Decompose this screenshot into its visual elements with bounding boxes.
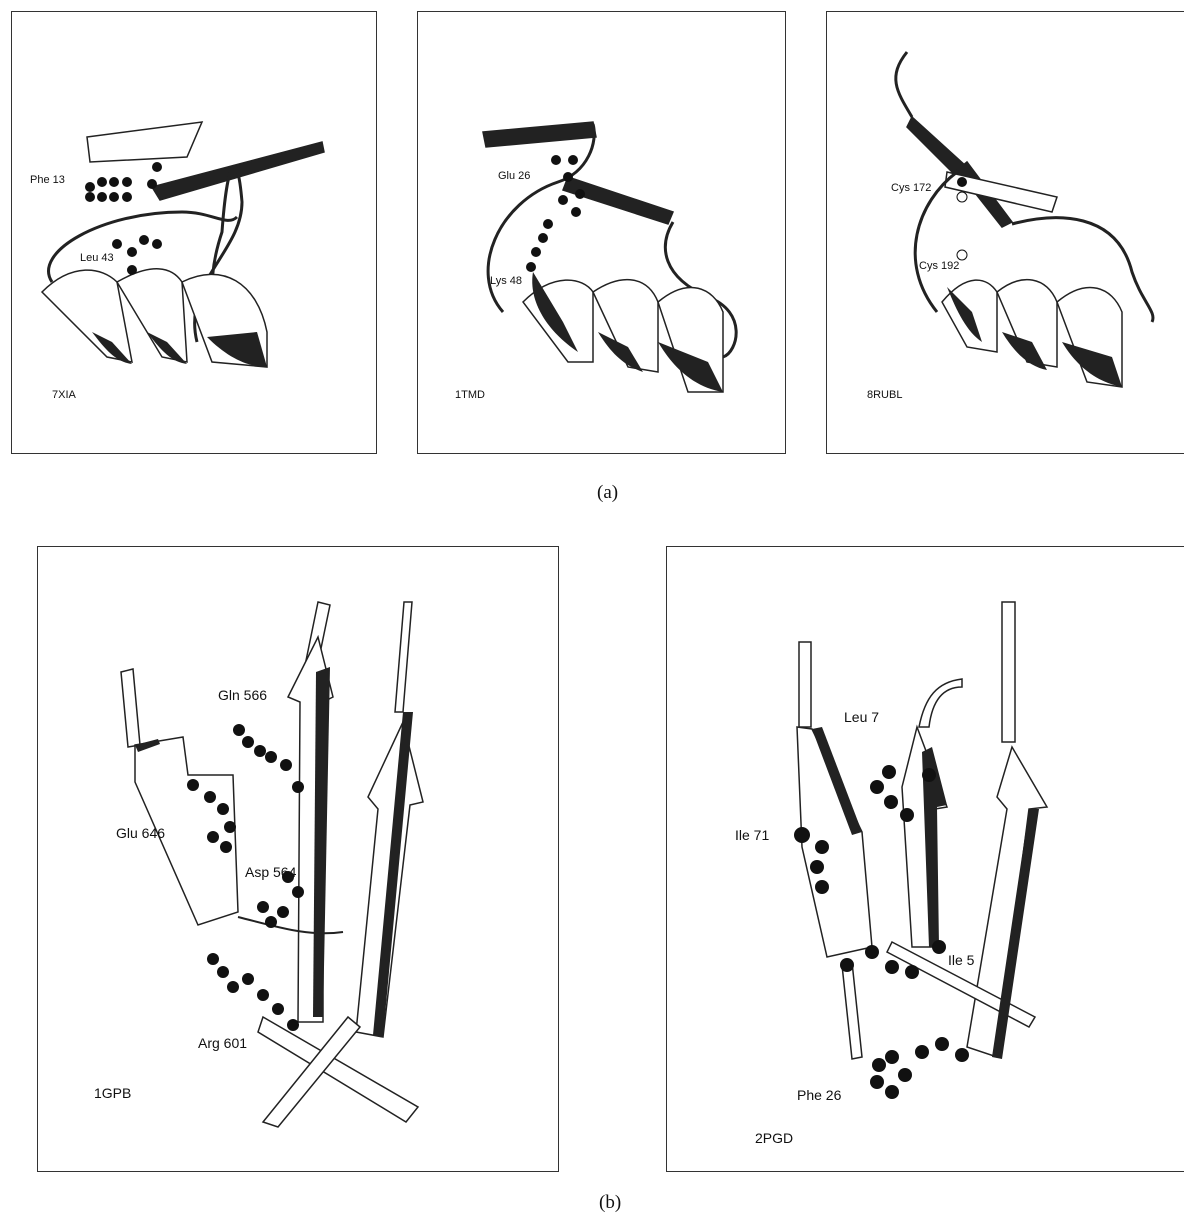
pdb-id-label: 1GPB: [94, 1085, 131, 1101]
residue-label: Phe 13: [30, 174, 65, 186]
ribbon-2pgd: [667, 547, 1184, 1171]
gln566-side-chain: [233, 724, 304, 793]
residue-label: Leu 43: [80, 252, 114, 264]
pdb-id-label: 8RUBL: [867, 389, 902, 401]
lys48-side-chain: [526, 219, 553, 272]
panel-1gpb: Gln 566 Glu 646 Asp 564 Arg 601 1GPB: [37, 546, 559, 1172]
ribbon-1gpb: [38, 547, 558, 1171]
residue-label: Leu 7: [844, 709, 879, 725]
beta-strand-dark: [907, 117, 967, 177]
beta-strand-dark: [483, 122, 596, 147]
phe26-side-chain: [870, 1037, 969, 1099]
residue-label: Cys 192: [919, 260, 959, 272]
residue-label: Arg 601: [198, 1035, 247, 1051]
residue-label: Ile 5: [948, 952, 974, 968]
panel-8rubl: Cys 172 Cys 192 8RUBL: [826, 11, 1184, 454]
arg601-side-chain: [207, 953, 299, 1031]
panel-1tmd: Glu 26 Lys 48 1TMD: [417, 11, 786, 454]
pdb-id-label: 7XIA: [52, 389, 76, 401]
figure-caption-a: (a): [597, 482, 618, 504]
residue-label: Ile 71: [735, 827, 769, 843]
beta-sheet-arrow: [87, 122, 202, 162]
pdb-id-label: 2PGD: [755, 1130, 793, 1146]
residue-label: Glu 26: [498, 170, 530, 182]
residue-label: Gln 566: [218, 687, 267, 703]
residue-label: Phe 26: [797, 1087, 841, 1103]
pdb-id-label: 1TMD: [455, 389, 485, 401]
ribbon-8rubl: [827, 12, 1184, 453]
residue-label: Glu 646: [116, 825, 165, 841]
ribbon-7xia: [12, 12, 376, 453]
panel-2pgd: Leu 7 Ile 71 Ile 5 Phe 26 2PGD: [666, 546, 1184, 1172]
residue-label: Lys 48: [490, 275, 522, 287]
figure-caption-b: (b): [599, 1192, 621, 1214]
panel-7xia: Phe 13 Leu 43 7XIA: [11, 11, 377, 454]
phe13-side-chain: [85, 162, 162, 202]
residue-label: Asp 564: [245, 864, 296, 880]
ribbon-1tmd: [418, 12, 785, 453]
residue-label: Cys 172: [891, 182, 931, 194]
